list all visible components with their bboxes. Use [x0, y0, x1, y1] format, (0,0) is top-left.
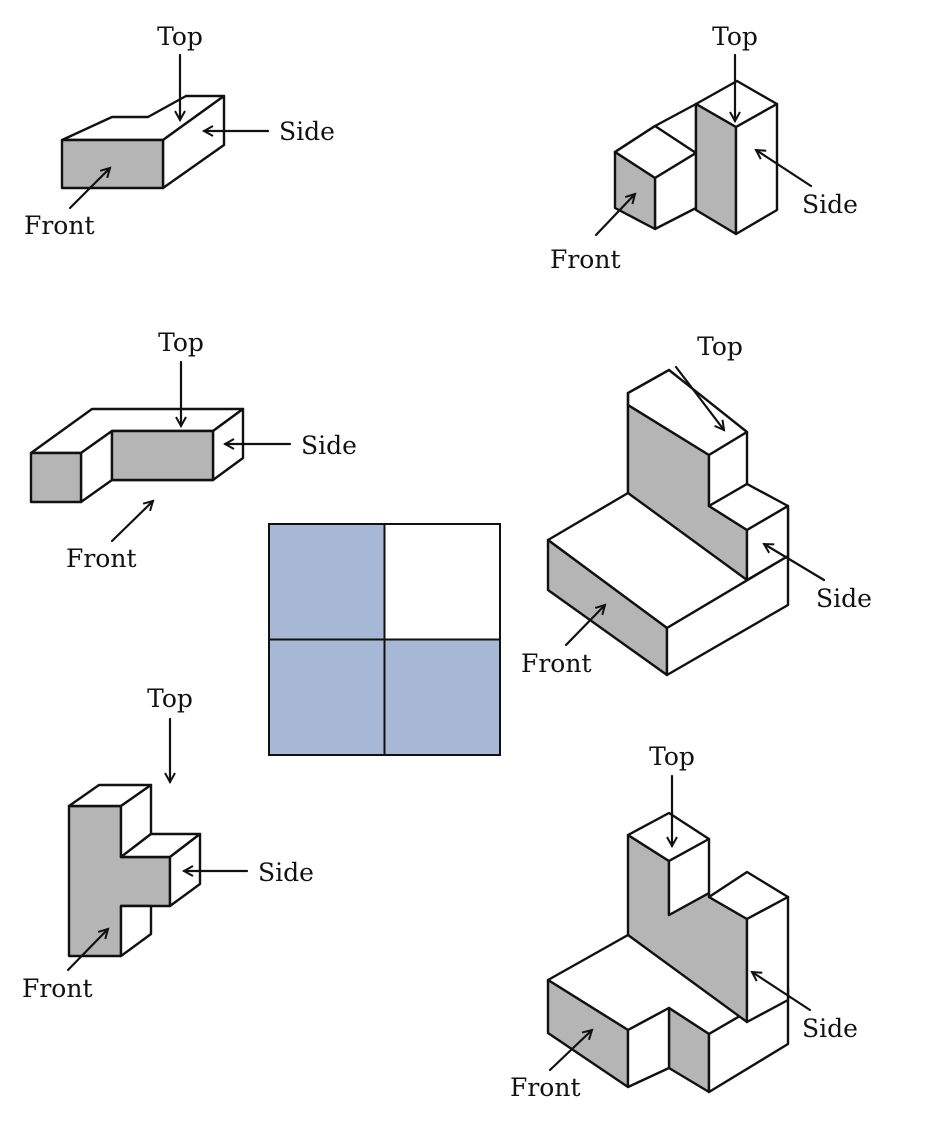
- figure-3-isometric-block: [29, 407, 245, 504]
- figure-2-front-arrow: [594, 194, 635, 237]
- figure-4-side-label: Side: [816, 584, 872, 613]
- figure-5-front-label: Front: [22, 974, 93, 1003]
- figure-6-side-arrow: [752, 972, 812, 1012]
- figure-6-front-arrow: [548, 1030, 592, 1072]
- figure-4-top-label: Top: [697, 332, 743, 361]
- figure-4-front-label: Front: [521, 649, 592, 678]
- figure-1-front-arrow: [68, 168, 110, 210]
- grid-cell-r1-c2: [383, 523, 501, 641]
- figure-1-side-label: Side: [279, 117, 335, 146]
- figure-5-side-label: Side: [258, 858, 314, 887]
- figure-2-side-label: Side: [802, 190, 858, 219]
- grid-cell-r2-c1: [268, 638, 386, 756]
- figure-3-front-arrow: [110, 501, 153, 543]
- figure-3-top-label: Top: [158, 328, 204, 357]
- figure-5-top-label: Top: [147, 684, 193, 713]
- figure-4-top-arrow: [674, 365, 724, 430]
- figure-3-front-label: Front: [66, 544, 137, 573]
- figure-5-front-arrow: [66, 929, 108, 972]
- figure-5-isometric-block: [67, 783, 202, 958]
- figure-2-front-label: Front: [550, 245, 621, 274]
- figure-2-top-label: Top: [712, 22, 758, 51]
- figure-6-side-label: Side: [802, 1014, 858, 1043]
- figure-3-side-label: Side: [301, 431, 357, 460]
- grid-2x2: [268, 523, 501, 756]
- figure-1-top-label: Top: [157, 22, 203, 51]
- figure-1-front-label: Front: [24, 211, 95, 240]
- figure-2-isometric-block: [613, 79, 779, 236]
- figure-4-front-arrow: [564, 605, 605, 647]
- figure-1-isometric-block: [60, 94, 226, 190]
- grid-cell-r2-c2: [383, 638, 501, 756]
- figure-2-side-arrow: [756, 150, 813, 188]
- figure-4-side-arrow: [764, 542, 826, 582]
- figure-4-isometric-block: [546, 368, 790, 677]
- grid-cell-r1-c1: [268, 523, 386, 641]
- figure-6-isometric-block: [546, 811, 790, 1094]
- figure-6-top-label: Top: [649, 742, 695, 771]
- figure-6-front-label: Front: [510, 1073, 581, 1102]
